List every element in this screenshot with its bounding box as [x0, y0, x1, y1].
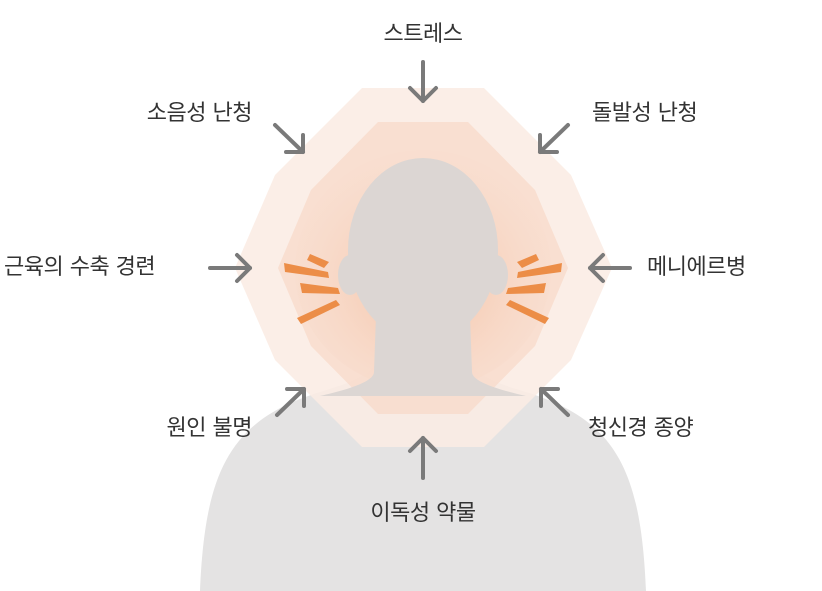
right-ear — [484, 255, 508, 295]
label-stress: 스트레스 — [383, 22, 463, 47]
label-muscle-spasm: 근육의 수축 경련 — [4, 255, 156, 280]
label-sudden-hearing-loss: 돌발성 난청 — [592, 101, 698, 126]
right-pain-rays — [506, 254, 562, 324]
arrow-right-icon — [208, 253, 252, 283]
arrow-up-right-icon — [275, 387, 306, 417]
label-unknown-cause: 원인 불명 — [166, 416, 253, 441]
label-ototoxic-drugs: 이독성 약물 — [370, 501, 476, 526]
arrow-down-left-icon — [538, 123, 570, 154]
label-noise-induced-hearing-loss: 소음성 난청 — [146, 101, 253, 126]
arrow-up-icon — [408, 436, 438, 480]
left-pain-rays — [284, 254, 340, 324]
arrow-down-right-icon — [273, 123, 305, 154]
label-menieres-disease: 메니에르병 — [647, 255, 746, 280]
label-acoustic-neuroma: 청신경 종양 — [588, 416, 694, 441]
arrow-left-icon — [588, 253, 632, 283]
head-silhouette — [348, 158, 498, 342]
arrow-up-left-icon — [539, 387, 570, 417]
left-ear — [338, 255, 362, 295]
arrow-down-icon — [408, 60, 438, 103]
neck-silhouette — [320, 315, 526, 396]
